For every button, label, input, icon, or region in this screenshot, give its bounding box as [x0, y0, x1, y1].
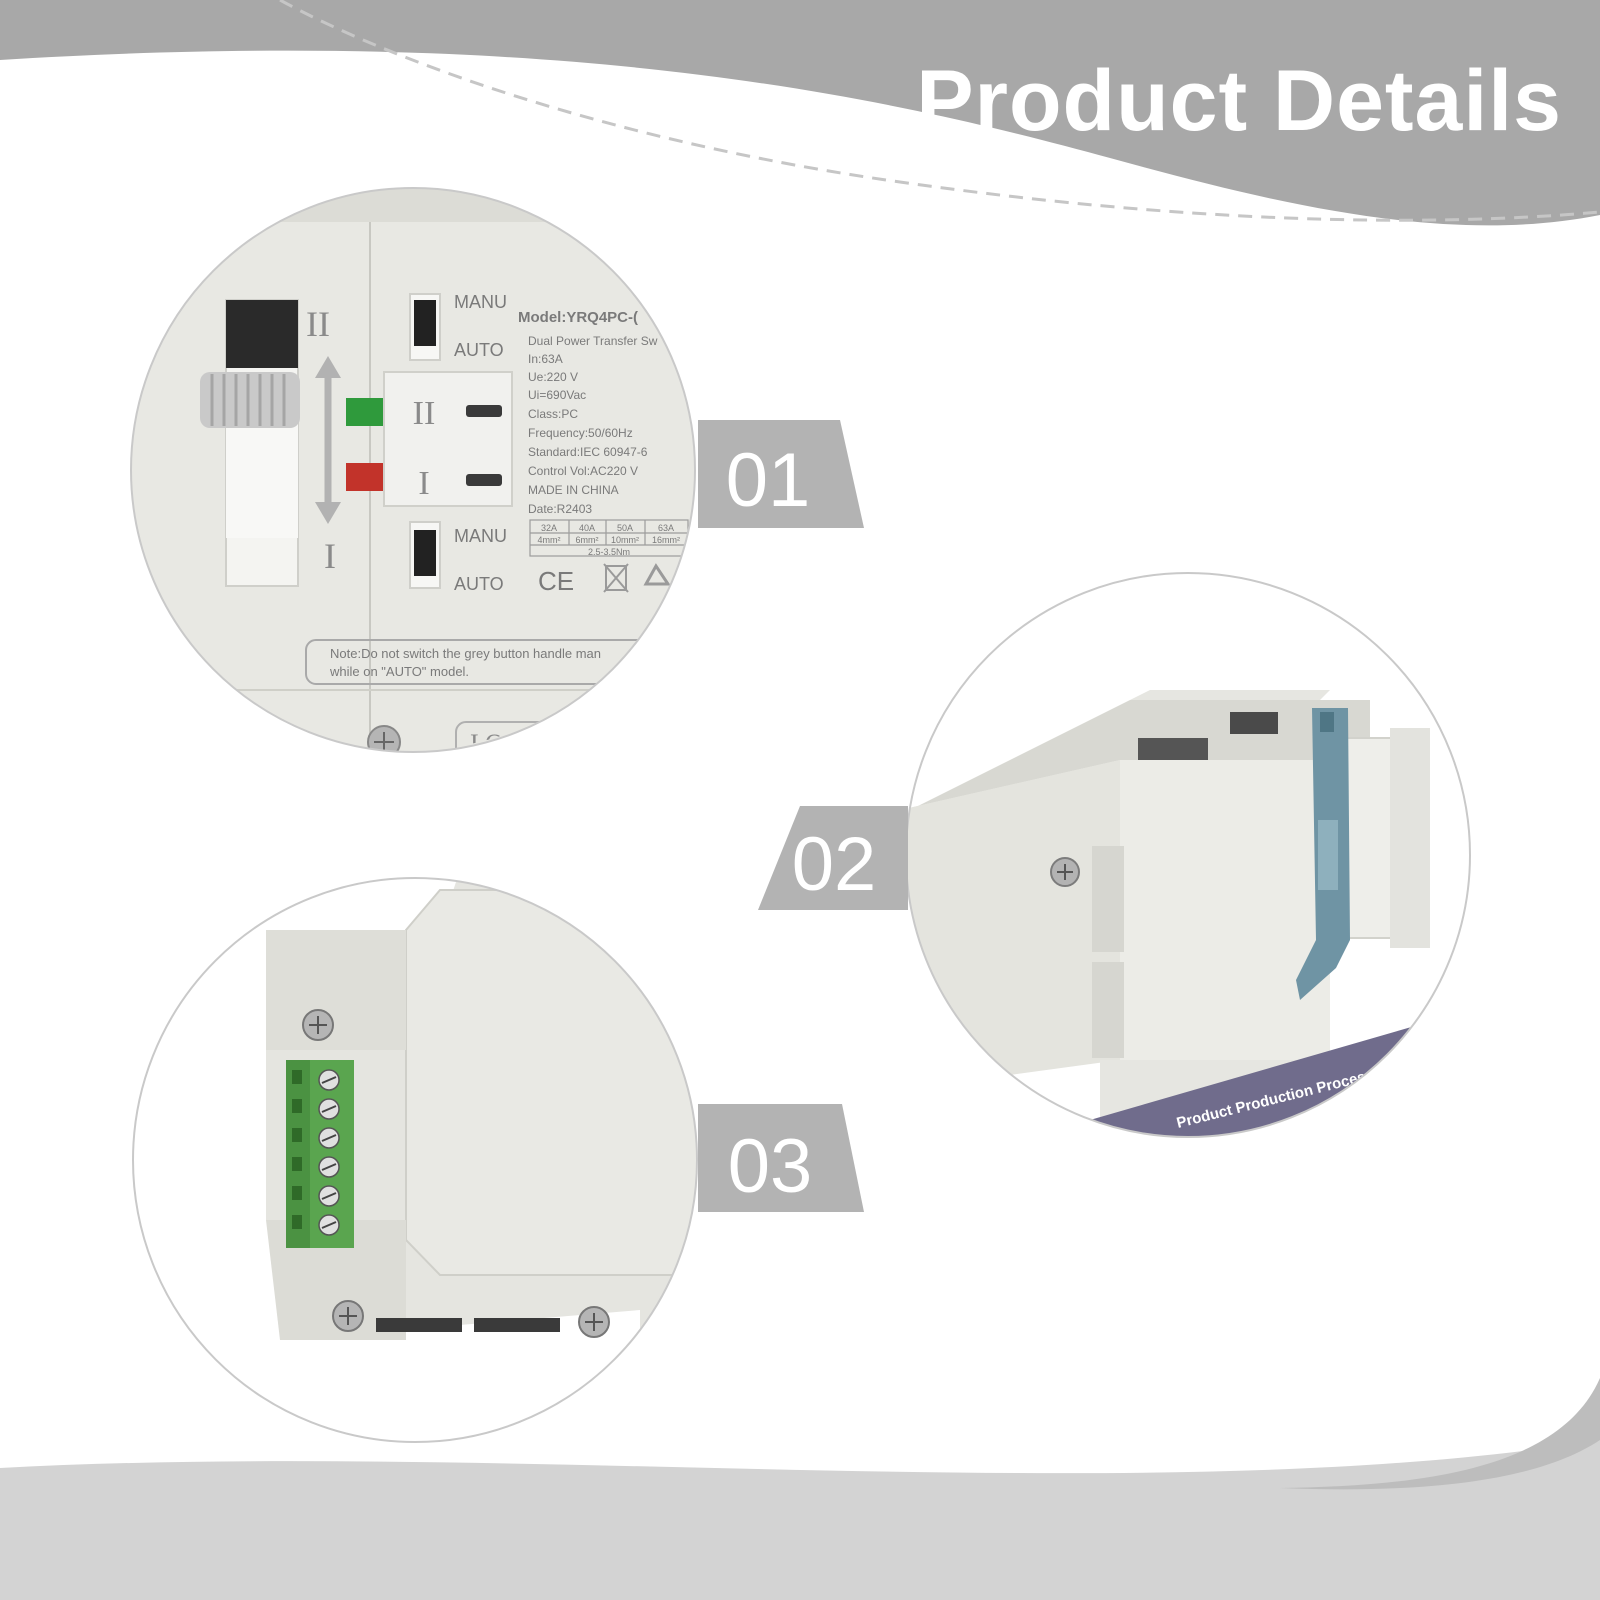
spec-line: Frequency:50/60Hz	[528, 426, 633, 440]
spec-line: Standard:IEC 60947-6	[528, 445, 648, 459]
footer-wave-shadow	[1280, 1378, 1600, 1490]
roman-two-center: II	[413, 395, 436, 432]
rating-current: 50A	[617, 523, 633, 533]
rating-wire: 6mm²	[576, 535, 599, 545]
rating-wire: 4mm²	[538, 535, 561, 545]
header-wave-band	[0, 0, 1600, 226]
note-line-2: while on "AUTO" model.	[329, 664, 469, 679]
rating-torque: 2.5-3.5Nm	[588, 547, 630, 557]
callout-01-number: 01	[726, 438, 811, 523]
spec-line: Class:PC	[528, 407, 578, 421]
roman-one-left: I	[324, 536, 336, 576]
callout-01: 01	[698, 420, 864, 528]
roman-two-left: II	[306, 304, 330, 344]
spec-line: MADE IN CHINA	[528, 483, 619, 497]
manu-label-bottom: MANU	[454, 526, 507, 546]
auto-label-bottom: AUTO	[454, 574, 504, 594]
callout-03: 03	[698, 1104, 864, 1212]
spec-line: Dual Power Transfer Sw	[528, 334, 658, 348]
callout-03-number: 03	[728, 1124, 813, 1209]
manu-label-top: MANU	[454, 292, 507, 312]
callout-02: 02	[758, 806, 908, 910]
spec-line: Ui=690Vac	[528, 388, 586, 402]
spec-line: Ue:220 V	[528, 370, 578, 384]
footer-band	[0, 1440, 1600, 1600]
rating-wire: 16mm²	[652, 535, 680, 545]
model-text: Model:YRQ4PC-(	[518, 309, 638, 326]
spec-line: Date:R2403	[528, 502, 592, 516]
ce-mark: CE	[538, 566, 574, 596]
rating-wire: 10mm²	[611, 535, 639, 545]
note-line-1: Note:Do not switch the grey button handl…	[330, 646, 601, 661]
header-dashed-line	[279, 0, 1600, 222]
rating-current: 40A	[579, 523, 595, 533]
callout-02-number: 02	[792, 822, 877, 907]
rating-current: 63A	[658, 523, 674, 533]
auto-label-top: AUTO	[454, 340, 504, 360]
rating-current: 32A	[541, 523, 557, 533]
spec-line: Control Vol:AC220 V	[528, 464, 638, 478]
roman-one-center: I	[418, 465, 429, 502]
page-title: Product Details	[916, 53, 1562, 149]
spec-line: In:63A	[528, 352, 563, 366]
